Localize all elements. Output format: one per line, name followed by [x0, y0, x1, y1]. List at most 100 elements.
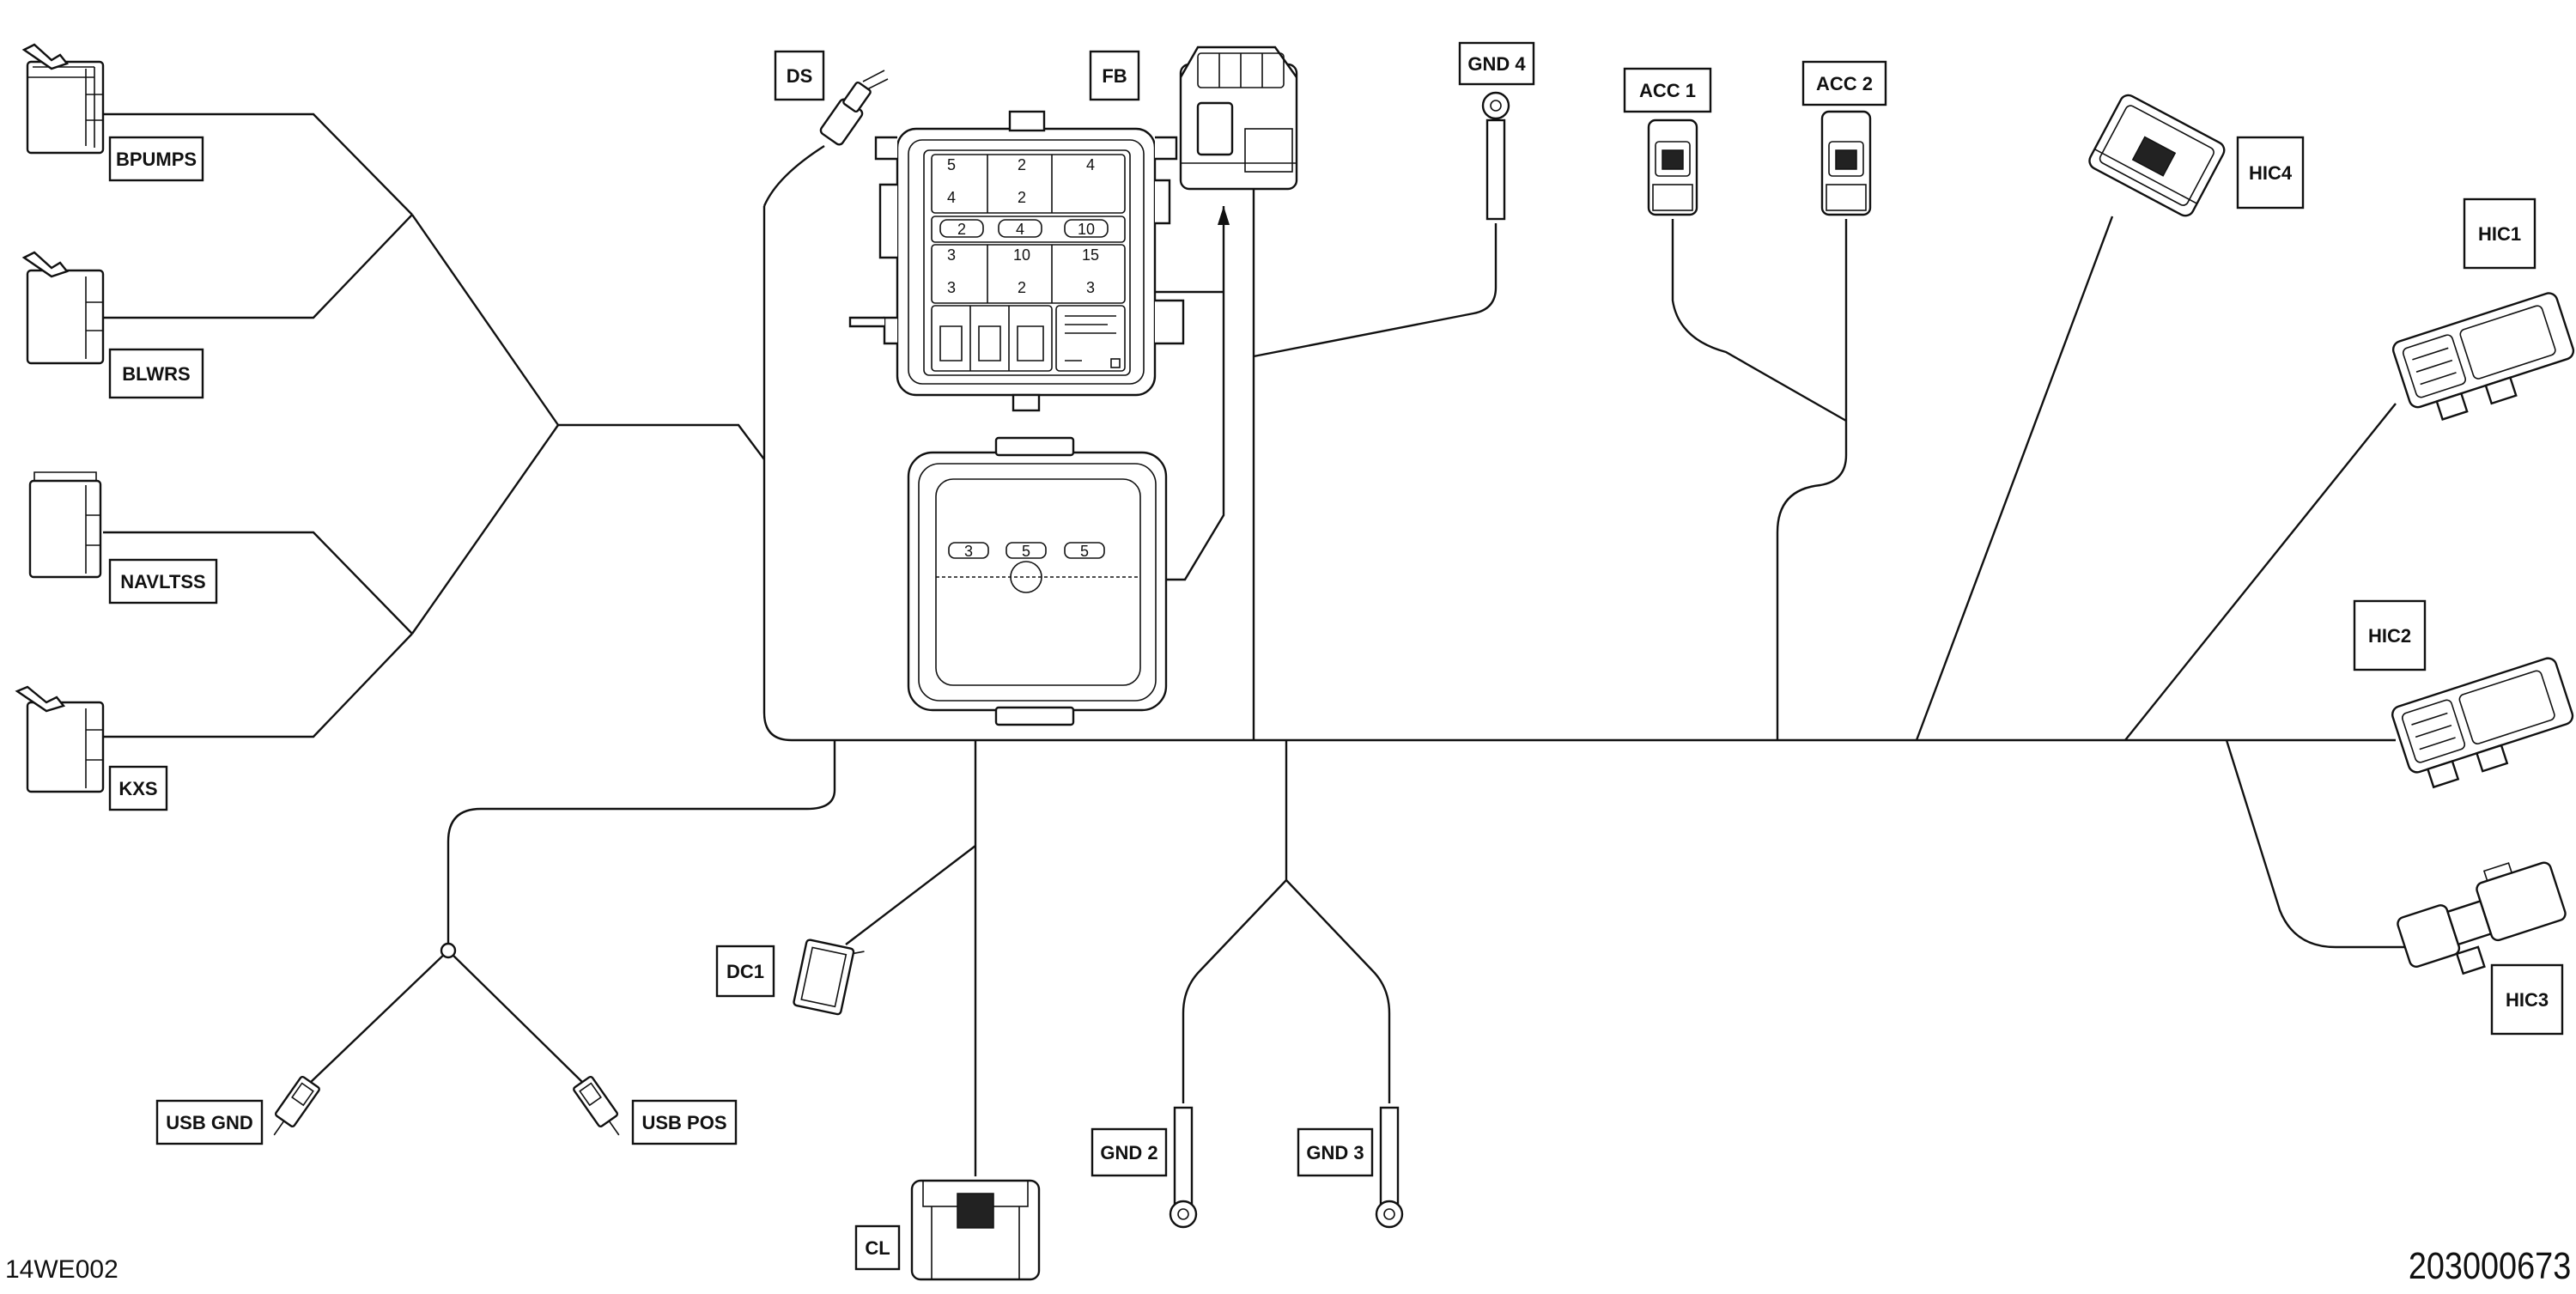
cl-connector-icon [910, 1179, 1041, 1281]
bpumps-wire [103, 112, 413, 216]
usb-pos-terminal-icon [573, 1075, 620, 1136]
fuse-label: 3 [947, 279, 956, 296]
label-usb-pos: USB POS [631, 1099, 738, 1145]
svg-text:HIC2: HIC2 [2368, 625, 2411, 647]
gnd2-ring-terminal-icon [1169, 1106, 1198, 1229]
bpumps-blwrs-branch [411, 214, 559, 426]
label-gnd2: GND 2 [1091, 1127, 1168, 1177]
hic3-connector-icon [2397, 861, 2567, 975]
cover-fuse-label: 5 [1022, 543, 1030, 560]
svg-text:USB POS: USB POS [641, 1112, 726, 1133]
label-bpumps: BPUMPS [108, 136, 204, 182]
label-dc1: DC1 [715, 945, 775, 998]
svg-text:HIC4: HIC4 [2249, 162, 2293, 184]
usb-pos-wire [447, 950, 585, 1084]
usb-gnd-wire [308, 950, 449, 1084]
fuse-label: 2 [957, 221, 966, 238]
svg-text:ACC 2: ACC 2 [1816, 73, 1873, 94]
fuse-label: 2 [1018, 189, 1026, 206]
bpumps-connector-icon [21, 43, 105, 155]
fuse-label: 2 [1018, 156, 1026, 173]
usb-gnd-terminal-icon [273, 1075, 320, 1136]
acc1-connector-icon [1647, 118, 1698, 216]
acc-branch-wire [1776, 378, 1848, 740]
acc1-wire [1671, 219, 1847, 422]
fb-arrow-line [1166, 206, 1225, 581]
svg-text:KXS: KXS [118, 778, 157, 799]
label-usb-gnd: USB GND [155, 1099, 264, 1145]
label-fb: FB [1089, 50, 1140, 101]
dc1-wire [845, 845, 976, 945]
gnd2-wire [1182, 879, 1287, 1103]
fuse-label: 4 [1086, 156, 1095, 173]
dc1-connector-icon [793, 939, 865, 1016]
label-hic1: HIC1 [2463, 197, 2537, 270]
hic2-connector-icon [2391, 657, 2574, 789]
fuse-label: 15 [1082, 246, 1099, 264]
hic4-wire [1915, 216, 2114, 741]
hic1-wire [2124, 403, 2397, 741]
fuse-label: 3 [1086, 279, 1095, 296]
navltss-connector-icon [28, 471, 102, 579]
label-gnd3: GND 3 [1297, 1127, 1374, 1177]
fuse-label: 10 [1078, 221, 1095, 238]
svg-text:USB GND: USB GND [166, 1112, 252, 1133]
acc2-connector-icon [1820, 110, 1872, 216]
svg-text:BPUMPS: BPUMPS [116, 149, 197, 170]
fuse-labels: 5 2 4 4 2 2 4 10 3 10 15 3 2 3 [939, 156, 1109, 296]
svg-text:FB: FB [1102, 65, 1127, 87]
svg-text:NAVLTSS: NAVLTSS [120, 571, 205, 592]
label-navltss: NAVLTSS [108, 558, 218, 604]
harness-wires [103, 112, 2404, 1176]
blwrs-connector-icon [21, 251, 105, 365]
fuse-label: 10 [1013, 246, 1030, 264]
fuse-box-cover: 3 5 5 [907, 436, 1168, 726]
kxs-wire [103, 633, 413, 738]
label-kxs: KXS [108, 765, 168, 811]
fuse-label: 5 [947, 156, 956, 173]
usb-branch-wire [447, 740, 836, 951]
drawing-id: 14WE002 [5, 1255, 118, 1284]
junction-icon [440, 942, 457, 959]
hic1-connector-icon [2391, 292, 2575, 421]
fb-relay-icon [1179, 46, 1298, 191]
fuse-label: 2 [1018, 279, 1026, 296]
fuse-label: 4 [947, 189, 956, 206]
fuse-label: 3 [947, 246, 956, 264]
ds-wire [762, 144, 825, 207]
gnd4-wire [1253, 223, 1498, 358]
label-acc1: ACC 1 [1623, 67, 1712, 113]
svg-text:GND 2: GND 2 [1100, 1142, 1157, 1163]
fuse-box-body [848, 110, 1185, 412]
label-blwrs: BLWRS [108, 348, 204, 399]
svg-text:HIC1: HIC1 [2478, 223, 2521, 245]
blwrs-wire [103, 214, 413, 319]
navltss-kxs-branch [411, 424, 559, 635]
label-ds: DS [774, 50, 825, 101]
gnd3-wire [1285, 879, 1391, 1103]
cover-fuse-label: 5 [1080, 543, 1089, 560]
label-hic2: HIC2 [2353, 599, 2427, 671]
svg-text:CL: CL [865, 1237, 890, 1259]
left-bundle-wire [558, 423, 765, 460]
label-cl: CL [854, 1224, 901, 1271]
hic4-connector-icon [2088, 94, 2226, 217]
label-hic3: HIC3 [2490, 963, 2564, 1036]
svg-text:HIC3: HIC3 [2506, 989, 2549, 1011]
ds-sensor-icon [819, 70, 889, 146]
part-number: 203000673 [2408, 1245, 2571, 1287]
svg-text:DS: DS [787, 65, 813, 87]
fuse-label: 4 [1016, 221, 1024, 238]
svg-text:BLWRS: BLWRS [122, 363, 190, 385]
label-hic4: HIC4 [2236, 136, 2305, 210]
cover-fuse-label: 3 [964, 543, 973, 560]
svg-text:ACC 1: ACC 1 [1639, 80, 1696, 101]
label-acc2: ACC 2 [1801, 60, 1887, 106]
navltss-wire [103, 531, 413, 635]
svg-text:GND 4: GND 4 [1467, 53, 1526, 75]
svg-text:GND 3: GND 3 [1306, 1142, 1364, 1163]
gnd3-ring-terminal-icon [1375, 1106, 1404, 1229]
kxs-connector-icon [15, 685, 105, 793]
svg-text:DC1: DC1 [726, 961, 764, 982]
arrow-head-icon [1218, 206, 1230, 225]
